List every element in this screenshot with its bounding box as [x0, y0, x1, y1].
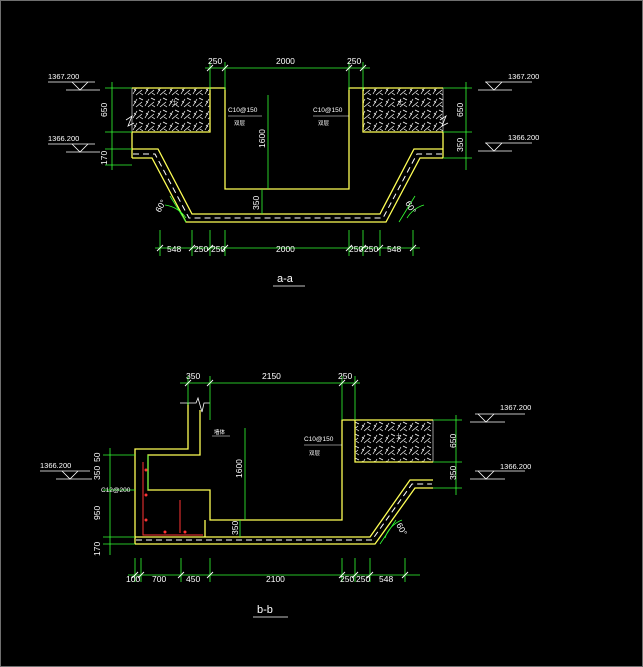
dim-left-a-1: 650 — [99, 103, 109, 117]
dim-left-b-4: 170 — [92, 542, 102, 556]
dim-bottom-b-5: 250 — [340, 574, 354, 584]
channel-outline-a — [132, 87, 443, 223]
section-title-a: a-a — [277, 273, 294, 285]
rebar-note-left-a: 双层 — [234, 120, 246, 127]
rebar-note-right-b: 双层 — [309, 450, 321, 457]
soil-label-right-a: 土 — [398, 98, 404, 106]
rebar-note-right-a: 双层 — [318, 120, 330, 127]
dim-inner-height-b: 1600 — [234, 459, 244, 478]
dim-bottom-b-1: 100 — [126, 574, 140, 584]
dimension-lines-b — [103, 376, 462, 582]
soil-block-left — [131, 87, 211, 133]
dim-top-b-1: 350 — [186, 371, 200, 381]
dim-bottom-b-4: 2100 — [266, 574, 285, 584]
dim-right-b-2: 350 — [448, 466, 458, 480]
dim-bottom-thk-b: 350 — [230, 521, 240, 535]
dim-bottom-a-2: 250 — [194, 244, 208, 254]
rebar-lines-b — [136, 483, 432, 541]
rebar-label-left-b: C12@200 — [101, 487, 131, 494]
dim-right-b-1: 650 — [448, 434, 458, 448]
dim-top-a-3: 250 — [347, 56, 361, 66]
elevation-left-b: 1366.200 — [40, 461, 71, 470]
rebar-label-right-b: C10@150 — [304, 436, 334, 443]
dim-top-a-1: 250 — [208, 56, 222, 66]
dim-bottom-a-3: 250 — [211, 244, 225, 254]
dim-bottom-b-3: 450 — [186, 574, 200, 584]
dim-bottom-b-6: 250 — [356, 574, 370, 584]
angle-right-b: 60° — [394, 521, 409, 537]
dim-left-a-2: 170 — [99, 151, 109, 165]
channel-outline-b — [134, 403, 433, 545]
dim-bottom-b-2: 700 — [152, 574, 166, 584]
soil-block-right — [362, 87, 444, 133]
dim-right-a-1: 650 — [455, 103, 465, 117]
dim-right-a-2: 350 — [455, 138, 465, 152]
angle-left-a: 60° — [153, 198, 168, 214]
wall-label-b: 墙体 — [214, 428, 226, 436]
dim-bottom-a-6: 250 — [364, 244, 378, 254]
dim-left-b-2: 350 — [92, 466, 102, 480]
dim-left-b-1: 50 — [92, 452, 102, 462]
dim-bottom-a-4: 2000 — [276, 244, 295, 254]
angle-right-a: 60° — [403, 199, 418, 215]
elevation-mid-right-b: 1366.200 — [500, 462, 531, 471]
dim-inner-height-a: 1600 — [257, 129, 267, 148]
dim-top-b-3: 250 — [338, 371, 352, 381]
elevation-mid-left-a: 1366.200 — [48, 134, 79, 143]
reinforcement-red-b — [142, 462, 203, 536]
dimension-lines-a — [105, 62, 472, 256]
soil-label-b: 土 — [396, 432, 402, 440]
elevation-mid-right-a: 1366.200 — [508, 133, 539, 142]
rebar-label-left-a: C10@150 — [228, 107, 258, 114]
dim-left-b-3: 950 — [92, 506, 102, 520]
dim-bottom-thk-a: 350 — [251, 196, 261, 210]
dim-bottom-a-7: 548 — [387, 244, 401, 254]
dim-top-b-2: 2150 — [262, 371, 281, 381]
section-b-b: 1366.200 1367.200 1366.200 350 2150 250 … — [40, 371, 531, 618]
elevation-top-right-b: 1367.200 — [500, 403, 531, 412]
section-title-b: b-b — [257, 604, 273, 616]
soil-block-b — [354, 419, 434, 463]
elevation-top-left-a: 1367.200 — [48, 72, 79, 81]
dim-bottom-a-5: 250 — [349, 244, 363, 254]
dim-top-a-2: 2000 — [276, 56, 295, 66]
section-a-a: 1367.200 1366.200 1367.200 1366.200 250 … — [48, 56, 539, 287]
elevation-top-right-a: 1367.200 — [508, 72, 539, 81]
rebar-label-right-a: C10@150 — [313, 107, 343, 114]
rebar-lines-a — [133, 153, 442, 219]
dim-bottom-b-7: 548 — [379, 574, 393, 584]
dim-bottom-a-1: 548 — [167, 244, 181, 254]
soil-label-left-a: 土 — [172, 98, 178, 106]
